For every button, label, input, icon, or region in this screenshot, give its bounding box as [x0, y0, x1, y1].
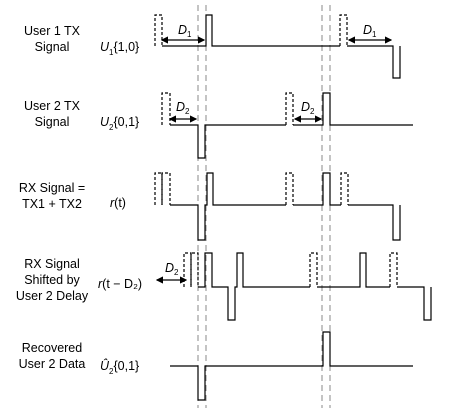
waveform-user1-tx	[154, 14, 401, 79]
waveform-rx-shifted	[155, 252, 432, 321]
waveform-recovered	[170, 331, 413, 401]
row-label-user2-tx: User 2 TX Signal	[23, 99, 81, 129]
symbol-u2: U2{0,1}	[100, 115, 140, 132]
symbol-r-shifted: r(t − D₂)	[98, 277, 143, 291]
row-label-user1-tx: User 1 TX Signal	[23, 24, 81, 54]
symbol-u1: U1{1,0}	[100, 40, 140, 57]
delay-label-d2-right: D2	[301, 100, 315, 116]
row-label-recovered: Recovered User 2 Data	[18, 341, 86, 371]
delay-label-d1-left: D1	[178, 23, 192, 39]
symbol-r-t: r(t)	[110, 196, 126, 210]
waveform-rx-signal	[154, 172, 401, 241]
waveform-user2-tx	[161, 92, 413, 159]
row-label-rx-shifted: RX Signal Shifted by User 2 Delay	[15, 257, 89, 303]
delay-label-d2-left: D2	[176, 100, 190, 116]
guide-lines	[197, 5, 331, 408]
delay-label-d1-right: D1	[363, 23, 377, 39]
row-label-rx-signal: RX Signal = TX1 + TX2	[18, 181, 86, 211]
symbol-u2-recovered: Û2{0,1}	[100, 359, 140, 376]
delay-label-d2-shift: D2	[165, 261, 179, 277]
